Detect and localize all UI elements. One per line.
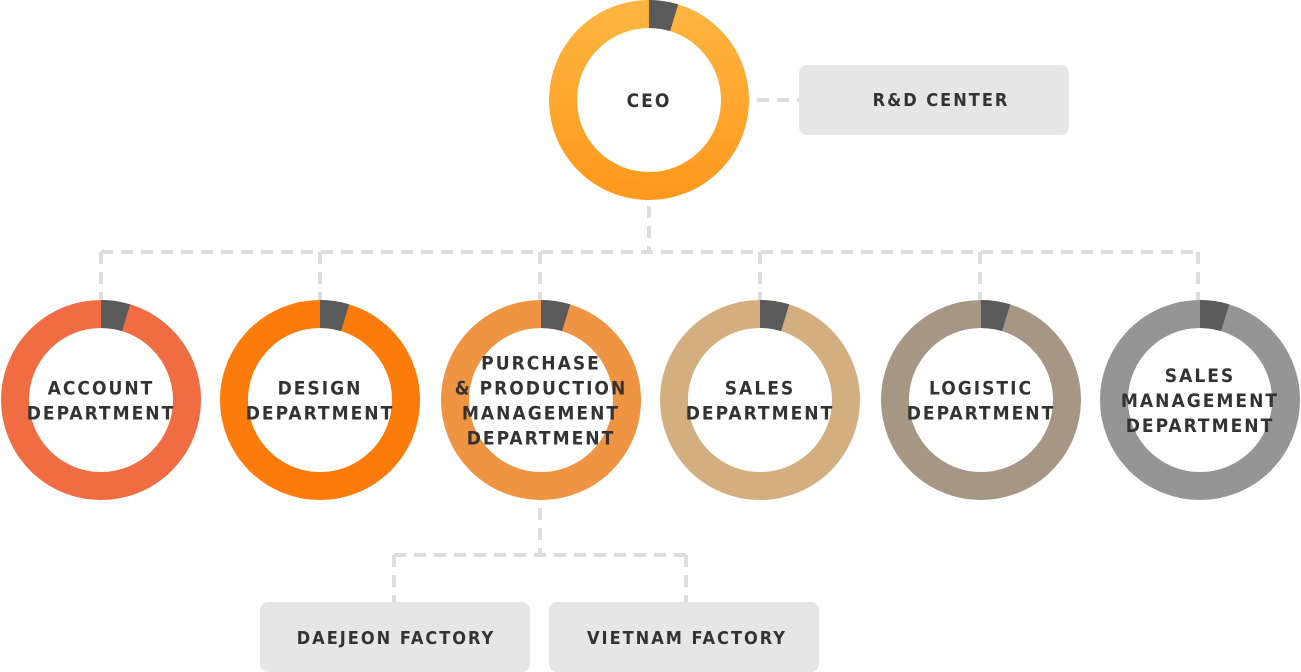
department-ring-marker-account [101, 300, 131, 332]
department-ring-marker-sales-management [1200, 300, 1230, 332]
department-label-sales-management-line-0: SALES [1165, 365, 1235, 387]
department-label-purchase-line-0: PURCHASE [481, 353, 601, 375]
rd-center-rect [799, 65, 1069, 135]
department-label-logistic-line-1: DEPARTMENT [907, 403, 1056, 425]
department-ring-marker-purchase [541, 300, 571, 332]
department-label-account-line-0: ACCOUNT [48, 378, 155, 400]
rd-center-box: R&D CENTER [799, 65, 1069, 135]
department-node-account: ACCOUNT DEPARTMENT [1, 300, 201, 500]
factory-vietnam-label: VIETNAM FACTORY [587, 628, 787, 649]
department-ring-purchase [441, 300, 641, 500]
department-label-sales-management-line-1: MANAGEMENT [1121, 390, 1279, 412]
department-label-design-line-0: DESIGN [278, 378, 363, 400]
department-ring-sales [660, 300, 860, 500]
department-label-purchase-line-2: MANAGEMENT [462, 403, 620, 425]
department-ring-marker-logistic [981, 300, 1011, 332]
department-label-logistic-line-0: LOGISTIC [929, 378, 1033, 400]
factory-vietnam-rect [549, 602, 819, 672]
department-node-design: DESIGN DEPARTMENT [220, 300, 420, 500]
department-label-sales-management-line-2: DEPARTMENT [1126, 415, 1275, 437]
department-label-sales-line-0: SALES [725, 378, 795, 400]
department-nodes: ACCOUNTDEPARTMENTDESIGNDEPARTMENTPURCHAS… [1, 300, 1300, 500]
department-label-purchase-line-1: & PRODUCTION [455, 378, 628, 400]
department-ring-logistic [881, 300, 1081, 500]
department-node-logistic: LOGISTIC DEPARTMENT [881, 300, 1081, 500]
department-label-purchase-line-3: DEPARTMENT [467, 428, 616, 450]
factory-daejeon-box: DAEJEON FACTORY [260, 602, 530, 672]
department-ring-marker-design [320, 300, 350, 332]
department-node-sales-management: SALES MANAGEMENT DEPARTMENT [1100, 300, 1300, 500]
department-label-sales-line-1: DEPARTMENT [686, 403, 835, 425]
department-ring-account [1, 300, 201, 500]
ceo-node: CEO [549, 0, 749, 200]
department-label-design-line-1: DEPARTMENT [246, 403, 395, 425]
factory-daejeon-label: DAEJEON FACTORY [297, 628, 496, 649]
ceo-ring-marker [649, 0, 679, 32]
department-label-account-line-1: DEPARTMENT [27, 403, 176, 425]
connectors [99, 98, 1200, 602]
rd-center-label: R&D CENTER [873, 90, 1010, 111]
department-ring-marker-sales [760, 300, 790, 332]
factory-vietnam-box: VIETNAM FACTORY [549, 602, 819, 672]
ceo-label: CEO [627, 90, 672, 112]
department-ring-design [220, 300, 420, 500]
department-node-purchase: PURCHASE & PRODUCTION MANAGEMENT DEPARTMENT [441, 300, 641, 500]
factory-daejeon-rect [260, 602, 530, 672]
department-node-sales: SALES DEPARTMENT [660, 300, 860, 500]
